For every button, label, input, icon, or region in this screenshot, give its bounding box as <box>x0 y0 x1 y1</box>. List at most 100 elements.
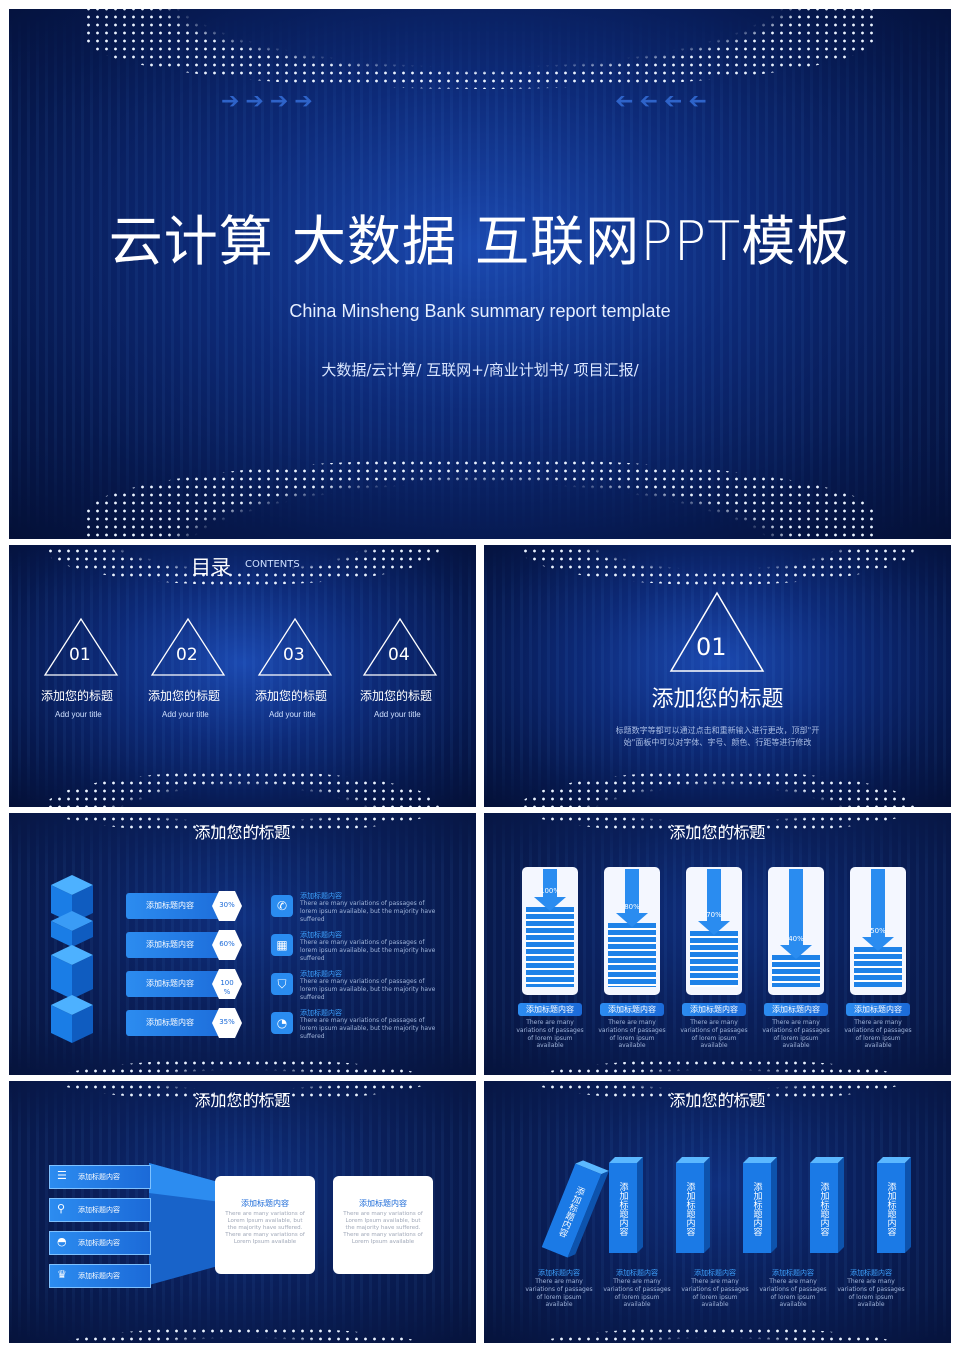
cover-subtitle: China Minsheng Bank summary report templ… <box>289 301 671 321</box>
toc-triangle <box>150 617 226 677</box>
toc-number: 03 <box>283 645 305 665</box>
dot-globe-top <box>46 1081 439 1101</box>
toc-number: 02 <box>176 645 198 665</box>
feature-text: There are many variations of passages of… <box>300 1017 436 1040</box>
feature-title: 添加标题内容 <box>300 892 342 900</box>
down-arrow-icon <box>616 869 648 931</box>
slide-title: 添加您的标题 <box>669 823 766 842</box>
arrow-circles-right: ➔➔➔➔ <box>609 89 707 114</box>
toc-triangle <box>257 617 333 677</box>
toc-title[interactable]: 添加您的标题 <box>255 689 328 703</box>
column-text: There are many variations of passages of… <box>762 1019 830 1050</box>
info-card <box>215 1176 315 1274</box>
column-fill <box>526 907 574 987</box>
funnel-row[interactable]: ☰添加标题内容 <box>49 1165 151 1189</box>
phone-icon: ✆ <box>271 895 293 917</box>
feature-text: There are many variations of passages of… <box>300 939 436 962</box>
contents-heading: 目录 <box>191 555 231 579</box>
column-text: There are many variations of passages of… <box>598 1019 666 1050</box>
funnel-row-label: 添加标题内容 <box>78 1206 120 1214</box>
column-label: 添加标题内容 <box>764 1003 828 1016</box>
column-percent: 40% <box>788 935 804 943</box>
3d-block: 添加标题内容 <box>810 1157 844 1253</box>
toc-title[interactable]: 添加您的标题 <box>148 689 221 703</box>
column-label: 添加标题内容 <box>682 1003 746 1016</box>
progress-hexagon <box>211 890 243 922</box>
column-percent: 70% <box>706 911 722 919</box>
funnel-row[interactable]: ⚲ 添加标题内容 <box>49 1198 151 1222</box>
slide-cover: ➔➔➔➔ ➔➔➔➔ 云计算 大数据 互联网PPT模板 China Minshen… <box>9 9 951 539</box>
contents-heading-en: CONTENTS <box>245 559 300 570</box>
3d-block: 添加标题内容 <box>743 1157 777 1253</box>
3d-block: 添加标题内容 <box>676 1157 710 1253</box>
funnel-row[interactable]: ♛添加标题内容 <box>49 1264 151 1288</box>
dot-globe-bottom <box>46 1327 439 1343</box>
column-fill <box>690 931 738 987</box>
dot-globe-top <box>521 813 914 833</box>
dot-globe-bottom <box>521 1327 914 1343</box>
section-triangle <box>669 591 765 672</box>
down-arrow-icon <box>780 869 812 963</box>
search-icon: ⚲ <box>57 1202 66 1215</box>
funnel-row[interactable]: ◓添加标题内容 <box>49 1231 151 1255</box>
slide-blocks: 添加您的标题 添加标题内容添加标题内容添加标题内容添加标题内容添加标题内容添加标… <box>484 1081 951 1343</box>
toc-title[interactable]: 添加您的标题 <box>360 689 433 703</box>
cover-title: 云计算 大数据 互联网PPT模板 <box>108 210 852 273</box>
3d-block: 添加标题内容 <box>541 1158 610 1258</box>
progress-value: 60% <box>219 940 235 948</box>
section-desc-line2: 始"面板中可以对字体、字号、颜色、行距等进行修改 <box>623 738 812 747</box>
funnel-connector <box>149 1163 229 1285</box>
column-fill <box>608 923 656 987</box>
dot-globe-top <box>46 813 439 833</box>
funnel-row-label: 添加标题内容 <box>78 1272 120 1280</box>
block-label: 添加标题内容 <box>885 1182 896 1236</box>
block-label: 添加标题内容 <box>751 1182 762 1236</box>
3d-block: 添加标题内容 <box>609 1157 643 1253</box>
progress-value: 35% <box>219 1018 235 1026</box>
progress-hexagon <box>211 1007 243 1039</box>
caption-text: There are many variations of passages of… <box>681 1278 749 1309</box>
arrow-circles-left: ➔➔➔➔ <box>221 89 319 114</box>
dot-globe-top <box>84 9 876 89</box>
toc-triangle <box>43 617 119 677</box>
caption-text: There are many variations of passages of… <box>837 1278 905 1309</box>
dot-globe-bottom <box>521 1059 914 1075</box>
toc-subtitle: Add your title <box>55 710 102 719</box>
toc-subtitle: Add your title <box>374 710 421 719</box>
funnel-row-label: 添加标题内容 <box>78 1239 120 1247</box>
down-arrow-icon <box>534 869 566 915</box>
toc-title[interactable]: 添加您的标题 <box>41 689 114 703</box>
funnel-row-label: 添加标题内容 <box>78 1173 120 1181</box>
info-card-text: There are many variations of Lorem Ipsum… <box>225 1211 305 1245</box>
caption-title: 添加标题内容 <box>616 1269 658 1277</box>
cover-tags: 大数据/云计算/ 互联网+/商业计划书/ 项目汇报/ <box>321 361 639 379</box>
column-text: There are many variations of passages of… <box>844 1019 912 1050</box>
progress-value: 30% <box>219 901 235 909</box>
column-percent: 50% <box>870 927 886 935</box>
info-card-text: There are many variations of Lorem Ipsum… <box>343 1211 423 1245</box>
feature-text: There are many variations of passages of… <box>300 900 436 923</box>
column-text: There are many variations of passages of… <box>680 1019 748 1050</box>
caption-title: 添加标题内容 <box>694 1269 736 1277</box>
slide-title: 添加您的标题 <box>194 1091 291 1110</box>
toc-number: 01 <box>69 645 91 665</box>
tag-icon: ⛉ <box>271 973 293 995</box>
caption-text: There are many variations of passages of… <box>525 1278 593 1309</box>
feature-text: There are many variations of passages of… <box>300 978 436 1001</box>
block-label: 添加标题内容 <box>617 1182 628 1236</box>
dot-globe-top <box>521 1081 914 1101</box>
circuit-background <box>484 545 951 807</box>
slide-contents: 目录 CONTENTS 01 添加您的标题 Add your title 02 添加您的… <box>9 545 476 807</box>
column-label: 添加标题内容 <box>600 1003 664 1016</box>
column-label: 添加标题内容 <box>518 1003 582 1016</box>
toc-subtitle: Add your title <box>162 710 209 719</box>
3d-block: 添加标题内容 <box>877 1157 911 1253</box>
down-arrow-icon <box>698 869 730 939</box>
progress-hexagon <box>211 929 243 961</box>
progress-value: 100 % <box>220 979 234 996</box>
circuit-background <box>9 9 951 539</box>
caption-text: There are many variations of passages of… <box>759 1278 827 1309</box>
caption-text: There are many variations of passages of… <box>603 1278 671 1309</box>
toc-subtitle: Add your title <box>269 710 316 719</box>
